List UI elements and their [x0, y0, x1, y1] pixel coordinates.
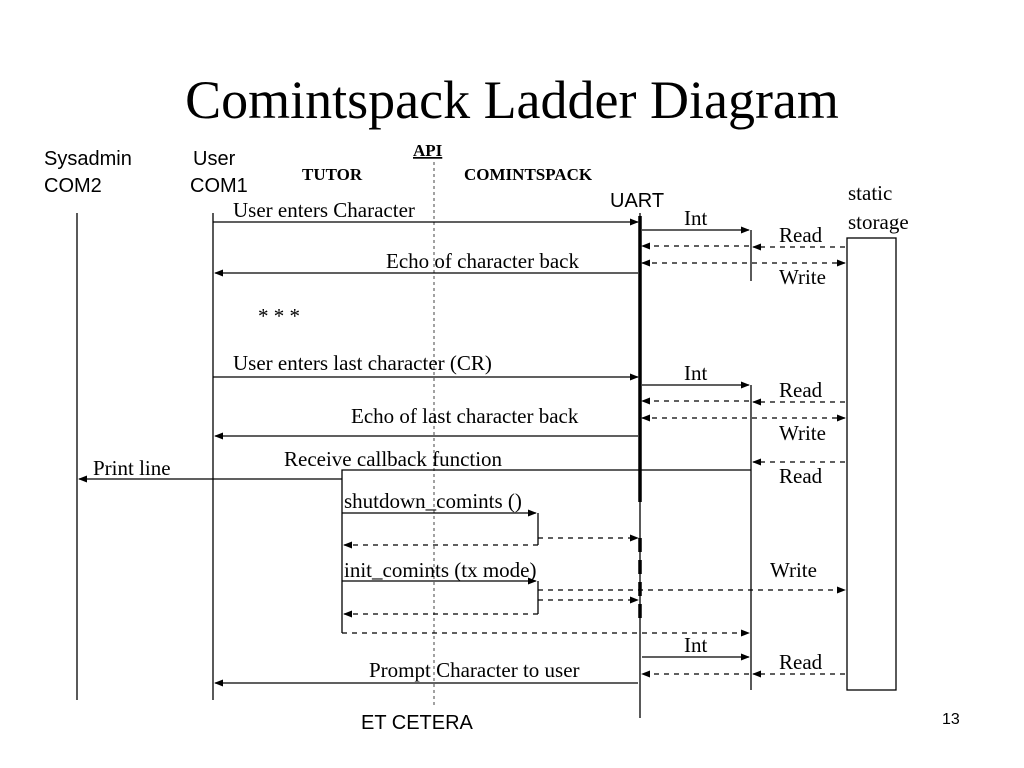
write-label-3: Write [770, 558, 817, 582]
storage-label-line1: static [848, 181, 892, 205]
int-label-3: Int [684, 633, 707, 657]
int-label-2: Int [684, 361, 707, 385]
page-number: 13 [942, 711, 960, 728]
msg-print-line: Print line [93, 456, 171, 480]
ellipsis: * * * [258, 304, 300, 328]
tutor-label: TUTOR [302, 165, 363, 184]
api-label: API [413, 141, 443, 160]
storage-label-line2: storage [848, 210, 909, 234]
read-label-4: Read [779, 650, 823, 674]
uart-label: UART [610, 190, 664, 212]
footer-et-cetera: ET CETERA [361, 712, 474, 734]
user-name: User [193, 148, 236, 170]
static-storage-box [846, 237, 897, 691]
read-label-3: Read [779, 464, 823, 488]
page-title: Comintspack Ladder Diagram [185, 70, 839, 130]
msg-prompt-character: Prompt Character to user [369, 658, 580, 682]
sysadmin-name: Sysadmin [44, 148, 132, 170]
write-label-1: Write [779, 265, 826, 289]
read-label-2: Read [779, 378, 823, 402]
comintspack-label: COMINTSPACK [464, 165, 593, 184]
sysadmin-port: COM2 [44, 175, 102, 197]
write-label-2: Write [779, 421, 826, 445]
int-label-1: Int [684, 206, 707, 230]
msg-receive-callback: Receive callback function [284, 447, 503, 471]
msg-init-comints: init_comints (tx mode) [344, 558, 536, 582]
msg-shutdown-comints: shutdown_comints () [344, 489, 522, 513]
read-label-1: Read [779, 223, 823, 247]
user-port: COM1 [190, 175, 248, 197]
msg-echo-last-character-back: Echo of last character back [351, 404, 579, 428]
msg-echo-character-back: Echo of character back [386, 249, 579, 273]
msg-user-enters-character: User enters Character [233, 198, 415, 222]
msg-user-enters-last-character: User enters last character (CR) [233, 351, 492, 375]
arrow-receive-callback [341, 469, 751, 478]
